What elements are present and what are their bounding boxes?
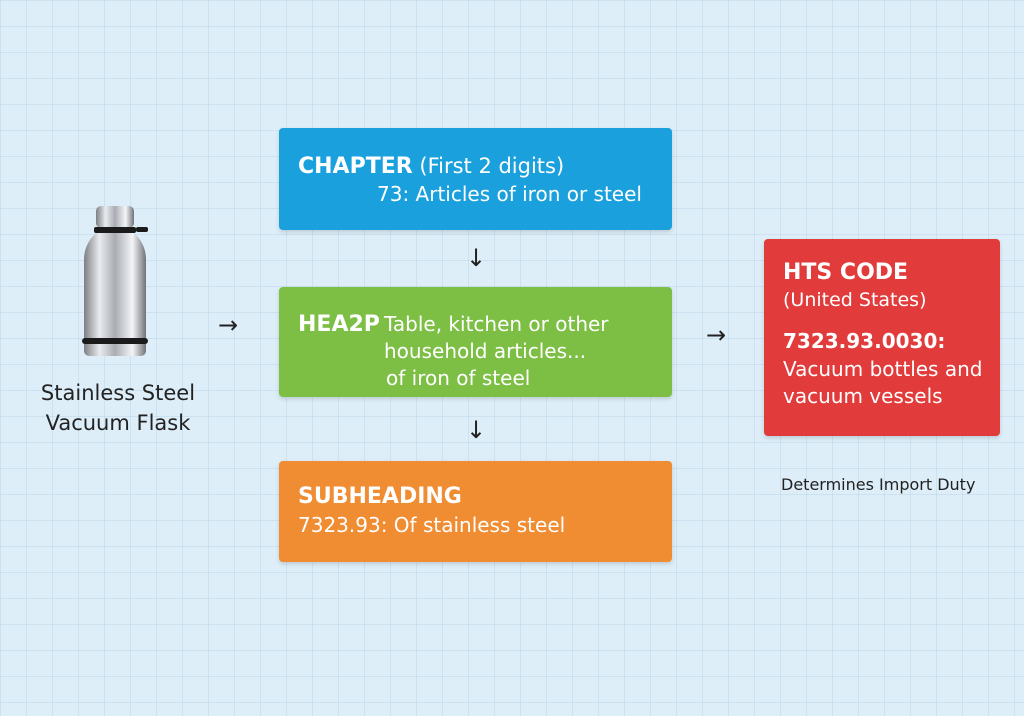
hts-desc-line2: vacuum vessels <box>783 384 943 408</box>
subheading-box: SUBHEADING 7323.93: Of stainless steel <box>279 461 672 562</box>
arrow-down-icon: ↓ <box>466 416 487 444</box>
hts-title: HTS CODE <box>783 260 909 285</box>
hts-code-box: HTS CODE (United States) 7323.93.0030: V… <box>764 239 1000 436</box>
arrow-down-icon: ↓ <box>466 244 487 272</box>
subheading-title: SUBHEADING <box>298 484 462 509</box>
chapter-title: CHAPTER <box>298 154 413 179</box>
arrow-right-icon: → <box>706 321 727 349</box>
subheading-detail: 7323.93: Of stainless steel <box>298 513 566 537</box>
hts-code: 7323.93.0030: <box>783 329 946 353</box>
chapter-box: CHAPTER (First 2 digits) 73: Articles of… <box>279 128 672 230</box>
heading-line1: Table, kitchen or other <box>384 312 609 336</box>
product-label-line1: Stainless Steel <box>40 381 196 405</box>
chapter-detail: 73: Articles of iron or steel <box>377 182 642 206</box>
heading-box: HEA2P Table, kitchen or other household … <box>279 287 672 397</box>
heading-line3: of iron of steel <box>386 366 531 390</box>
product-label-line2: Vacuum Flask <box>45 411 191 435</box>
heading-line2: household articles... <box>384 339 587 363</box>
heading-title: HEA2P <box>298 312 380 337</box>
hts-subtitle: (United States) <box>783 289 927 311</box>
arrow-right-icon: → <box>218 311 239 339</box>
hts-desc-line1: Vacuum bottles and <box>783 357 983 381</box>
chapter-title-suffix: (First 2 digits) <box>419 154 565 178</box>
flask-image <box>82 206 148 356</box>
import-duty-note: Determines Import Duty <box>781 475 976 494</box>
product-label: Stainless Steel Vacuum Flask <box>18 378 218 438</box>
